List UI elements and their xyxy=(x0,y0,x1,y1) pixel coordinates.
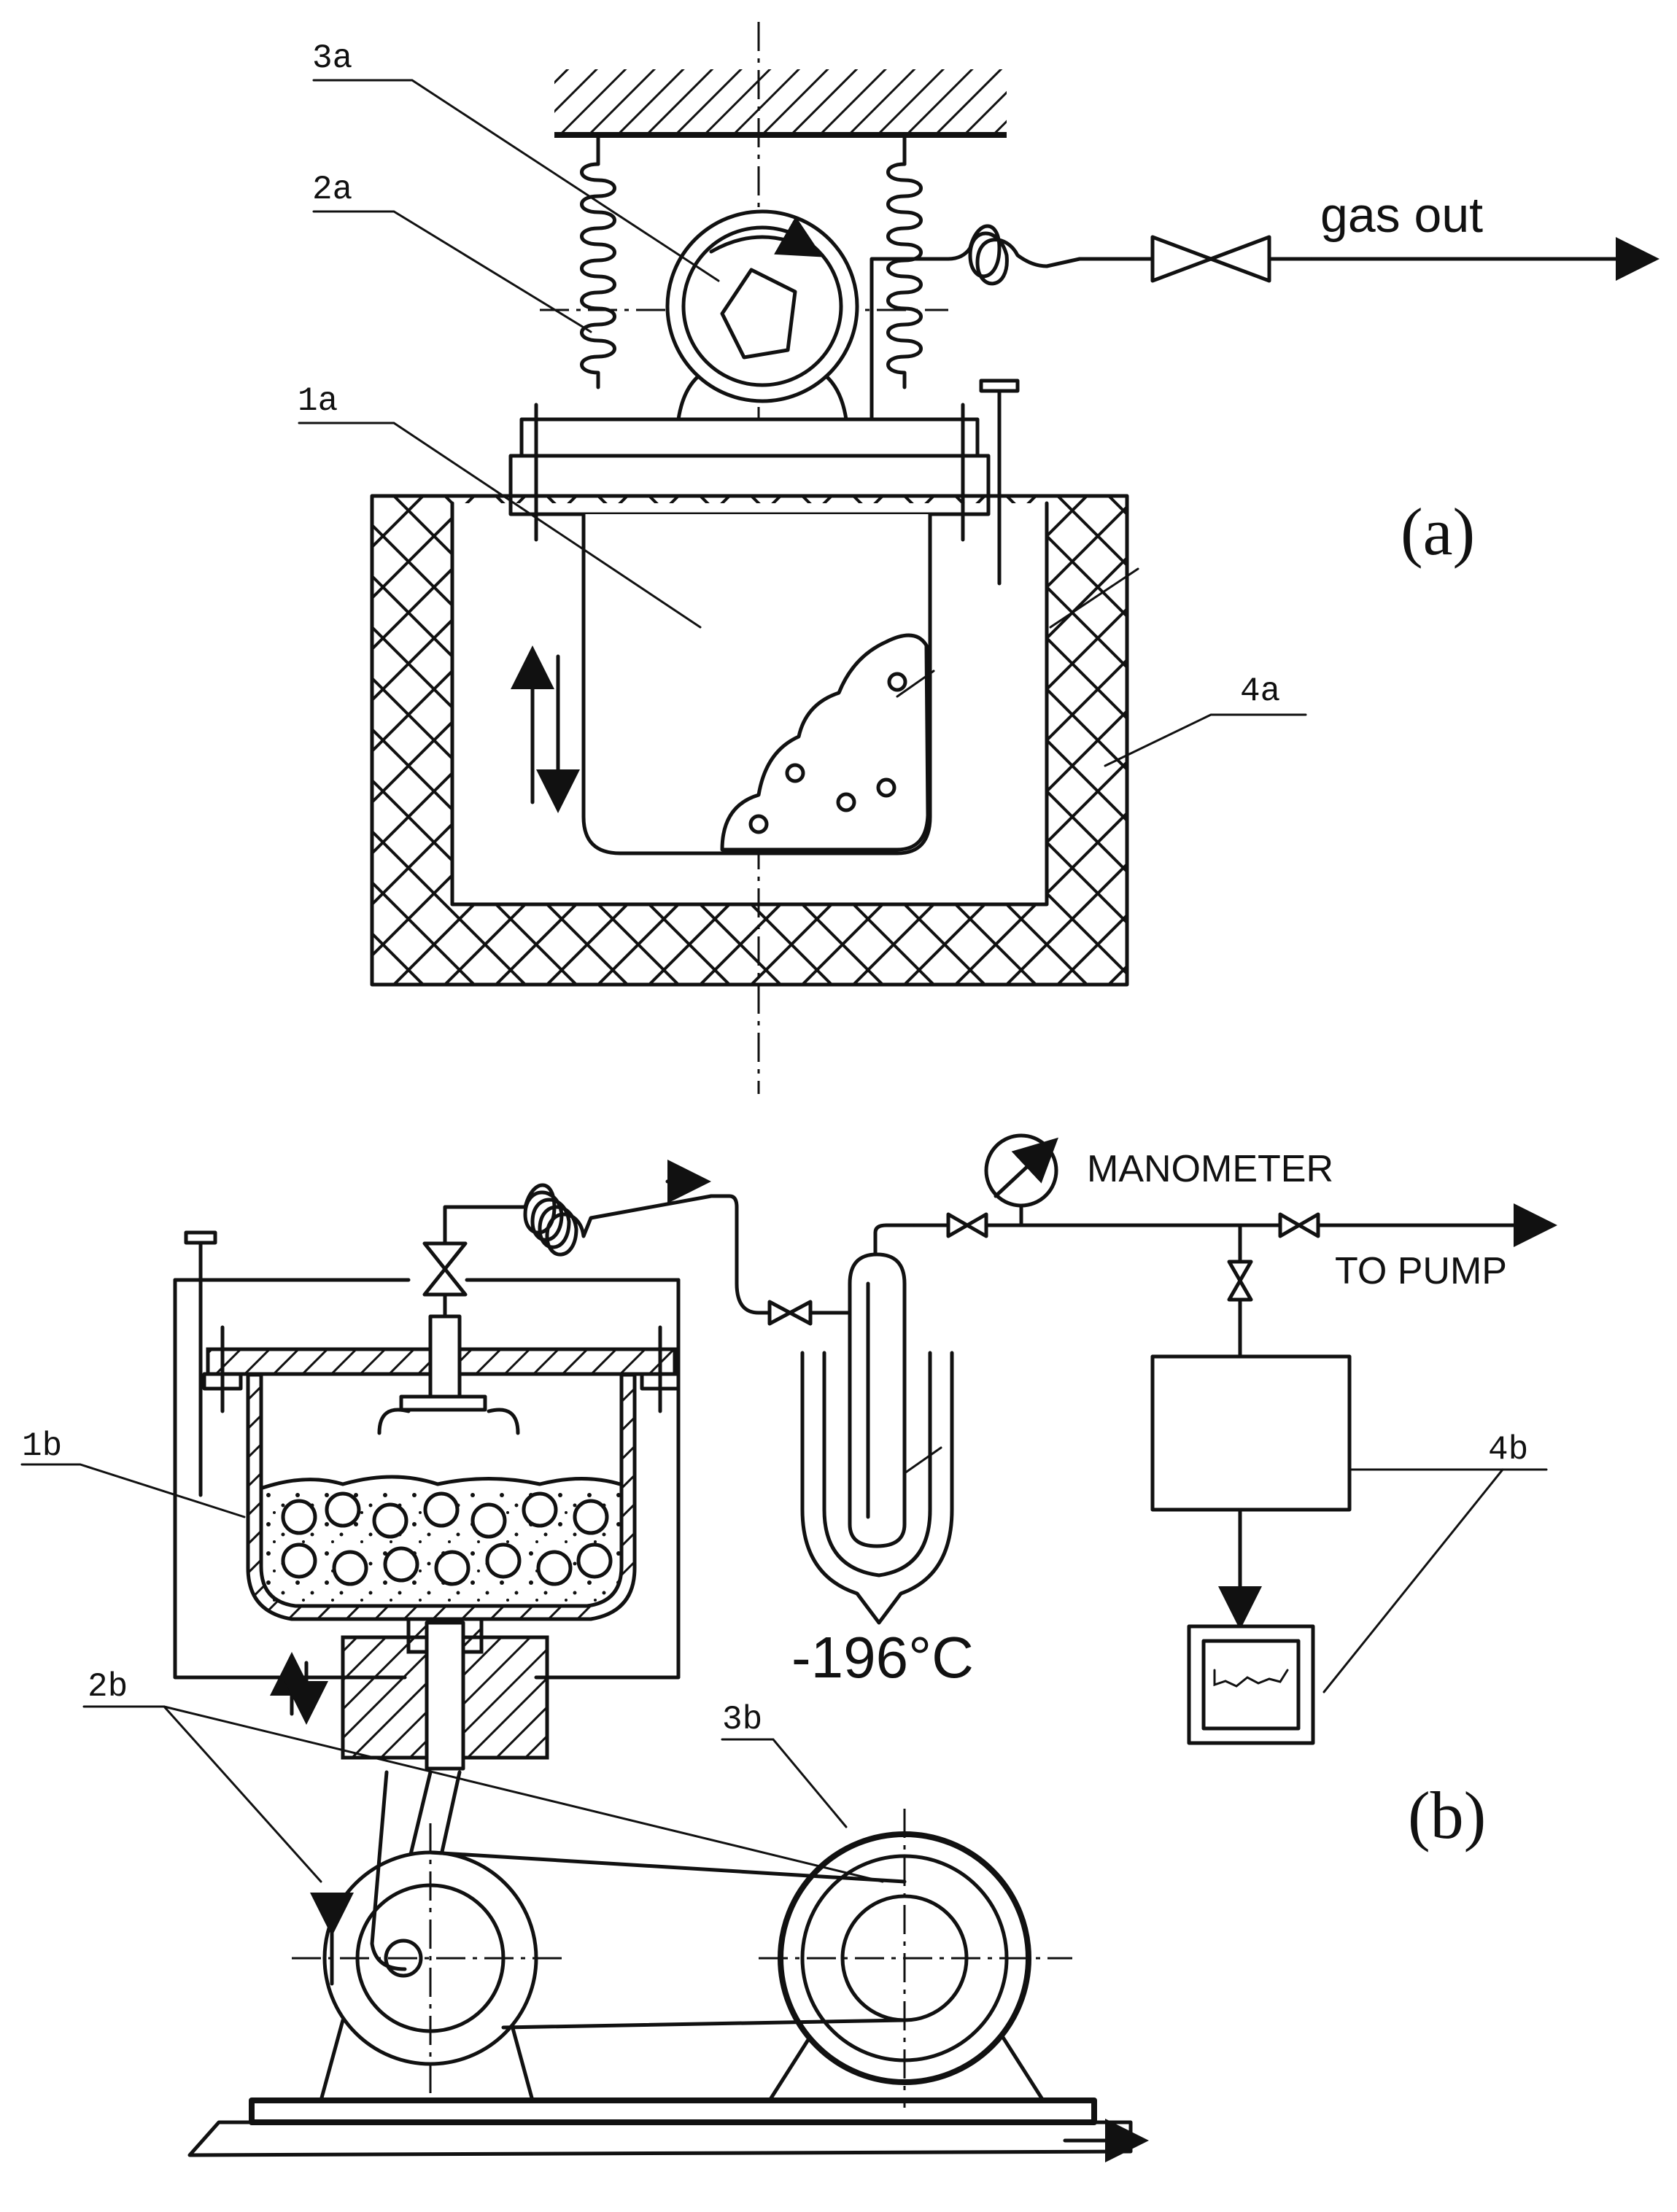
machine-base xyxy=(187,2097,1149,2162)
panel-label-b: (b) xyxy=(1408,1778,1486,1852)
to-pump-label: TO PUMP xyxy=(1335,1250,1507,1292)
reactor-vessel-1a xyxy=(581,512,932,855)
cold-trap xyxy=(800,1223,954,1625)
callout-leaders-a xyxy=(298,79,1307,767)
analyser-unit xyxy=(1150,1354,1352,1512)
label-3b: 3b xyxy=(722,1701,762,1739)
manometer-gauge xyxy=(984,1133,1058,1208)
recorder-unit xyxy=(1187,1624,1315,1745)
label-1b: 1b xyxy=(22,1427,62,1465)
ball-charge xyxy=(260,1475,622,1604)
analyser-branch xyxy=(1150,1223,1548,1745)
vacuum-line xyxy=(913,1203,1557,1247)
powder-charge xyxy=(720,633,930,852)
gas-outlet-line xyxy=(870,224,1659,513)
panel-b: -196°C MANOMETER TO PUMP xyxy=(20,1133,1557,2162)
label-2b: 2b xyxy=(88,1668,128,1706)
callout-leaders-b xyxy=(20,1463,884,1883)
label-4b: 4b xyxy=(1488,1431,1528,1469)
reactor-vessel-1b xyxy=(246,1314,637,1654)
drive-belt xyxy=(428,1850,907,2030)
heater-frame xyxy=(173,1278,681,1680)
oscillation-arrows-a xyxy=(511,645,580,813)
thermometer-a xyxy=(979,379,1020,586)
thermometer-b xyxy=(184,1230,217,1497)
eccentric-weight xyxy=(720,268,797,360)
label-2a: 2a xyxy=(312,171,352,209)
trap-temperature-label: -196°C xyxy=(791,1625,974,1690)
gas-out-label: gas out xyxy=(1320,187,1483,243)
ceiling-support xyxy=(554,69,1007,138)
furnace-insulation-4a xyxy=(370,494,1129,987)
vibrator-motor xyxy=(665,209,859,422)
label-4a: 4a xyxy=(1240,672,1280,710)
rotation-arrow xyxy=(709,216,824,257)
crank-guide xyxy=(270,1621,549,1771)
flywheel-2b xyxy=(292,1770,569,2103)
motor-3b xyxy=(759,1809,1072,2108)
vessel-outlet-line xyxy=(422,1160,852,1326)
label-1a: 1a xyxy=(298,382,338,420)
panel-a: gas out xyxy=(298,22,1659,1094)
label-3a: 3a xyxy=(312,39,352,77)
panel-label-a: (a) xyxy=(1401,494,1475,569)
gas-valve xyxy=(1150,235,1315,283)
manometer-label: MANOMETER xyxy=(1087,1148,1333,1190)
